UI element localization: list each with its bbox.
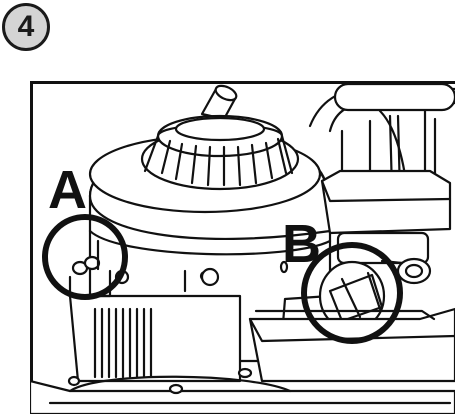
fuel-valve-assembly (318, 257, 432, 332)
fuel-tank (320, 169, 452, 265)
callout-circle-b (301, 242, 403, 344)
sediment-bowl (248, 307, 455, 383)
step-number-badge: 4 (2, 3, 50, 51)
step-number: 4 (17, 10, 35, 43)
callout-label-b: B (282, 214, 321, 274)
recoil-starter-cap (140, 114, 300, 191)
callout-label-a: A (48, 160, 87, 220)
illustration-frame: A B (30, 81, 455, 414)
exhaust-stub (200, 84, 238, 121)
engine-illustration: A B (30, 81, 455, 414)
oil-fill-plug (68, 239, 112, 298)
callout-circle-a (42, 214, 128, 300)
frame-border (30, 81, 455, 414)
